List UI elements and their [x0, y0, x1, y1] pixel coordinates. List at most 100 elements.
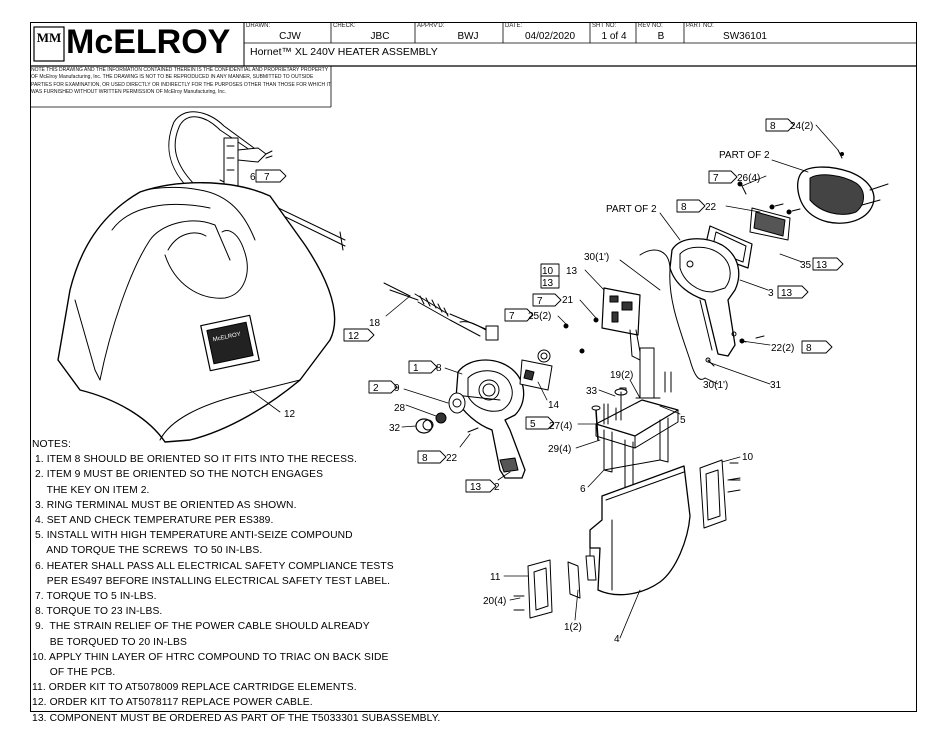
- item-label: 14: [548, 400, 560, 411]
- item-label: 27(4): [549, 421, 572, 432]
- knob-parts: [415, 392, 479, 434]
- drawn-value: CJW: [279, 31, 301, 42]
- flag-label: 10: [542, 266, 554, 277]
- flag-label: 12: [348, 331, 360, 342]
- flag-label: 8: [681, 202, 687, 213]
- note-line: 13. COMPONENT MUST BE ORDERED AS PART OF…: [32, 712, 441, 724]
- note-line: THE KEY ON ITEM 2.: [32, 484, 150, 496]
- item-labels: 6 24(2) PART OF 2 26(4) PART OF 2 22 35 …: [250, 121, 813, 645]
- apprvd-value: BWJ: [457, 31, 479, 42]
- sheet-value: 1 of 4: [601, 31, 627, 42]
- item-label: 4: [614, 634, 620, 645]
- note-line: 1. ITEM 8 SHOULD BE ORIENTED SO IT FITS …: [32, 454, 357, 466]
- part-value: SW36101: [723, 31, 767, 42]
- item-label: 22: [705, 202, 717, 213]
- item-label: 2: [494, 482, 500, 493]
- notes-block: NOTES: 1. ITEM 8 SHOULD BE ORIENTED SO I…: [32, 437, 440, 726]
- logo-name: McELROY: [66, 23, 231, 61]
- drawn-caption: DRAWN:: [246, 23, 271, 29]
- sheet-caption: SHT No:: [592, 23, 617, 29]
- flag-label: 13: [816, 260, 828, 271]
- flag-texts: 8 7 8 10 13 7 7 12 7 1 2 8 5 13 13 13 8: [264, 121, 828, 493]
- callout-flags: [255, 118, 844, 493]
- part-caption: PART No:: [686, 23, 714, 29]
- note-line: 12. ORDER KIT TO AT5078117 REPLACE POWER…: [32, 697, 313, 709]
- flag-label: 7: [713, 173, 719, 184]
- confidentiality-note: NOTE THIS DRAWING AND THE INFORMATION CO…: [31, 67, 331, 95]
- item-label: PART OF 2: [606, 204, 657, 215]
- flag-label: 8: [806, 343, 812, 354]
- display-board-part: [703, 207, 791, 269]
- note-line: 7. TORQUE TO 5 IN-LBS.: [32, 591, 157, 603]
- item-label: 28: [394, 403, 406, 414]
- note-line: 3. RING TERMINAL MUST BE ORIENTED AS SHO…: [32, 499, 297, 511]
- item-label: 5: [680, 415, 686, 426]
- item-label: 11: [490, 572, 501, 583]
- item-label: 24(2): [790, 121, 813, 132]
- flag-label: 7: [264, 172, 270, 183]
- note-line: 5. INSTALL WITH HIGH TEMPERATURE ANTI-SE…: [32, 530, 353, 542]
- svg-text:McELROY: McELROY: [212, 332, 241, 344]
- item-label: 20(4): [483, 596, 506, 607]
- item-label: 9: [394, 383, 400, 394]
- item-label: 26(4): [737, 173, 760, 184]
- note-line: 11. ORDER KIT TO AT5078009 REPLACE CARTR…: [32, 682, 357, 694]
- switch-parts: [519, 349, 553, 391]
- heater-body-part: [589, 465, 691, 596]
- bracket-11-part: [513, 555, 597, 619]
- note-line: PER ES497 BEFORE INSTALLING ELECTRICAL S…: [32, 575, 391, 587]
- heater-bag-part: McELROY: [57, 182, 336, 443]
- leader-lines: [249, 124, 839, 639]
- item-label: 30(1'): [584, 252, 609, 263]
- rev-value: B: [657, 31, 665, 42]
- logo-mark: MM: [36, 30, 62, 45]
- note-line: BE TORQUED TO 20 IN-LBS: [32, 636, 187, 648]
- note-line: 6. HEATER SHALL PASS ALL ELECTRICAL SAFE…: [32, 560, 394, 572]
- flag-label: 8: [770, 121, 776, 132]
- item-label: 21: [562, 295, 574, 306]
- date-value: 04/02/2020: [524, 31, 576, 42]
- rear-handle-housing-part: [669, 238, 740, 357]
- item-label: 3: [768, 288, 774, 299]
- date-caption: DATE:: [505, 23, 523, 29]
- note-line: OF THE PCB.: [32, 667, 116, 679]
- item-label: 22(2): [771, 343, 794, 354]
- item-label: 35: [800, 260, 812, 271]
- drawing-sheet-border: [30, 22, 917, 712]
- item-label: 29(4): [548, 444, 571, 455]
- front-handle-part: [454, 359, 526, 479]
- item-label: 10: [742, 452, 754, 463]
- item-label: 25(2): [528, 311, 551, 322]
- flag-label: 13: [781, 288, 793, 299]
- item-label: 13: [566, 266, 578, 277]
- flag-label: 8: [422, 453, 428, 464]
- item-label: 19(2): [610, 370, 633, 381]
- rev-caption: REV No:: [638, 23, 663, 29]
- notes-heading: NOTES:: [32, 439, 71, 450]
- check-value: JBC: [370, 31, 390, 42]
- item-label: 33: [586, 386, 598, 397]
- note-line: 10. APPLY THIN LAYER OF HTRC COMPOUND TO…: [32, 651, 389, 663]
- pcb-part: [601, 287, 651, 361]
- note-line: 4. SET AND CHECK TEMPERATURE PER ES389.: [32, 515, 274, 527]
- flag-label: 7: [537, 296, 543, 307]
- item-label: 6: [580, 484, 586, 495]
- item-label: 8: [436, 363, 442, 374]
- item-label: PART OF 2: [719, 150, 770, 161]
- item-label: 1(2): [564, 622, 582, 633]
- item-label: 6: [250, 172, 256, 183]
- flag-label: 13: [542, 278, 554, 289]
- note-line: 2. ITEM 9 MUST BE ORIENTED SO THE NOTCH …: [32, 469, 324, 481]
- item-label: 12: [284, 409, 296, 420]
- bracket-10-part: [699, 459, 741, 529]
- item-label: 30(1'): [703, 380, 728, 391]
- front-cover-part: [797, 149, 889, 224]
- note-line: 8. TORQUE TO 23 IN-LBS.: [32, 606, 163, 618]
- item-label: 32: [389, 423, 401, 434]
- flag-label: 13: [470, 482, 482, 493]
- check-caption: CHECK:: [333, 23, 356, 29]
- item-label: 22: [446, 453, 458, 464]
- fasteners: [563, 181, 801, 481]
